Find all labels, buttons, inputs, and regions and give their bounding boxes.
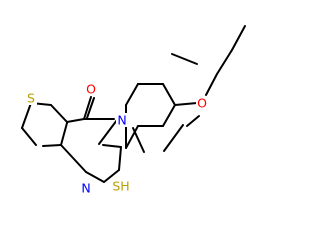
bond <box>85 171 105 183</box>
molecule-diagram: O S N N SH O <box>21 25 246 196</box>
bond <box>125 125 139 149</box>
bond <box>162 83 176 106</box>
atom-label-sulfur-ring: S <box>27 91 35 106</box>
bond <box>205 73 218 96</box>
bond <box>103 169 120 183</box>
bond <box>231 25 246 51</box>
bond <box>118 146 122 171</box>
bond <box>50 104 68 123</box>
bond <box>60 122 68 146</box>
label-bg <box>25 91 37 105</box>
atom-label-oxygen-ether: O <box>197 96 207 111</box>
bond <box>42 144 62 147</box>
atom-label-oxygen-carbonyl: O <box>86 82 96 97</box>
bond <box>21 127 37 146</box>
bond <box>186 115 200 127</box>
bond <box>21 102 32 129</box>
bond <box>174 102 198 106</box>
label-bg <box>111 179 131 193</box>
bond-layer <box>21 25 246 183</box>
label-bg <box>85 82 97 96</box>
bond <box>98 119 118 145</box>
atom-label-nitrogen-imine: N <box>81 181 90 196</box>
atom-label-thiol: SH <box>112 179 129 194</box>
label-bg <box>196 96 208 110</box>
atom-labels: O S N N SH O <box>25 82 208 196</box>
bond <box>125 83 139 106</box>
bond <box>216 49 233 75</box>
bond <box>162 104 176 127</box>
bond <box>163 124 184 152</box>
structure-canvas: O S N N SH O <box>21 25 246 196</box>
atom-label-nitrogen-amide: N <box>117 113 126 128</box>
bond <box>102 144 122 148</box>
bond <box>60 144 87 173</box>
label-bg <box>80 181 92 195</box>
label-bg <box>116 113 128 127</box>
bond <box>171 53 198 65</box>
bond <box>83 96 92 120</box>
bond <box>86 97 95 119</box>
bond <box>66 118 85 123</box>
